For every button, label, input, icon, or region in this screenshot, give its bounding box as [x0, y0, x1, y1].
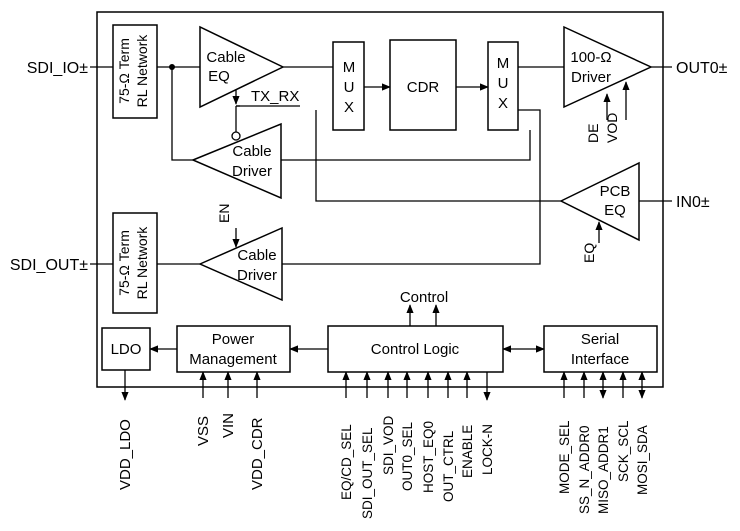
pin-sck-scl: SCK_SCL [616, 420, 631, 482]
pcb-eq: PCB EQ [559, 161, 640, 242]
svg-text:U: U [344, 79, 355, 96]
signal-wires [90, 64, 672, 401]
power-management-line2: Management [189, 351, 277, 368]
cdr-block: CDR [389, 39, 457, 131]
pin-eq-cd-sel: EQ/CD_SEL [339, 424, 354, 500]
power-management-block: Power Management [176, 325, 291, 373]
pin-host-eq0: HOST_EQ0 [421, 421, 436, 493]
svg-text:M: M [497, 55, 510, 72]
pin-out0-sel: OUT0_SEL [400, 421, 415, 491]
chip-outline [96, 11, 664, 388]
serial-interface-block: Serial Interface [543, 325, 658, 373]
mux-right: M U X [487, 41, 519, 131]
svg-text:M: M [343, 59, 356, 76]
vod-label: VOD [604, 113, 620, 143]
mux-left: M U X [332, 41, 365, 131]
cable-eq: Cable EQ [199, 25, 285, 109]
driver-100-line1: 100-Ω [570, 49, 611, 66]
svg-text:X: X [344, 99, 354, 116]
pin-sdi-out: SDI_OUT± [10, 257, 88, 274]
term-network-bottom: 75-Ω Term RL Network [112, 212, 158, 314]
ldo-block: LDO [101, 327, 151, 371]
pin-vss: VSS [195, 416, 212, 446]
pin-in0: IN0± [676, 194, 710, 211]
term-bottom-line2: RL Network [134, 226, 150, 300]
cable-eq-line2: EQ [208, 68, 230, 85]
pin-sdi-io: SDI_IO± [27, 60, 88, 77]
pin-enable: ENABLE [460, 425, 475, 478]
pin-mode-sel: MODE_SEL [557, 420, 572, 494]
pin-out0: OUT0± [676, 60, 728, 77]
term-top-line2: RL Network [134, 34, 150, 108]
control-label: Control [400, 289, 448, 306]
term-network-top: 75-Ω Term RL Network [112, 24, 158, 119]
control-logic-block: Control Logic [327, 325, 504, 373]
cable-driver-bottom: Cable Driver [198, 226, 283, 302]
en-label: EN [216, 204, 232, 223]
driver-100-line2: Driver [571, 69, 611, 86]
eq-label: EQ [581, 243, 597, 263]
cable-driver-top-line2: Driver [232, 163, 272, 180]
cable-driver-bottom-line2: Driver [237, 267, 277, 284]
pin-sdi-out-sel: SDI_OUT_SEL [360, 427, 375, 519]
pin-mosi-sda: MOSI_SDA [635, 425, 650, 495]
pcb-eq-line2: EQ [604, 202, 626, 219]
cable-driver-bottom-line1: Cable [237, 247, 276, 264]
pin-vin: VIN [220, 413, 237, 438]
de-label: DE [585, 124, 601, 143]
pin-out-ctrl: OUT_CTRL [441, 430, 456, 502]
ldo-label: LDO [111, 341, 142, 358]
cdr-label: CDR [407, 79, 440, 96]
serial-interface-line1: Serial [581, 331, 619, 348]
term-bottom-line1: 75-Ω Term [116, 230, 132, 296]
cable-driver-top-line1: Cable [232, 143, 271, 160]
control-logic-label: Control Logic [371, 341, 460, 358]
pin-miso-addr1: MISO_ADDR1 [596, 426, 611, 514]
term-top-line1: 75-Ω Term [116, 38, 132, 104]
cable-eq-line1: Cable [206, 49, 245, 66]
pcb-eq-line1: PCB [600, 183, 631, 200]
driver-100-ohm: 100-Ω Driver [563, 25, 653, 109]
pin-ss-n-addr0: SS_N_ADDR0 [577, 425, 592, 514]
power-management-line1: Power [212, 331, 255, 348]
svg-text:U: U [498, 75, 509, 92]
pin-lock-n: LOCK-N [480, 424, 495, 475]
pin-vdd-ldo: VDD_LDO [117, 419, 134, 490]
serial-interface-line2: Interface [571, 351, 629, 368]
cable-driver-top: Cable Driver [191, 122, 282, 200]
svg-text:X: X [498, 95, 508, 112]
bottom-pin-labels: VDD_LDO VSS VIN VDD_CDR EQ/CD_SEL SDI_OU… [117, 413, 650, 519]
tx-rx-label: TX_RX [251, 88, 299, 105]
pin-vdd-cdr: VDD_CDR [249, 417, 266, 490]
pin-sdi-vod: SDI_VOD [381, 415, 396, 475]
